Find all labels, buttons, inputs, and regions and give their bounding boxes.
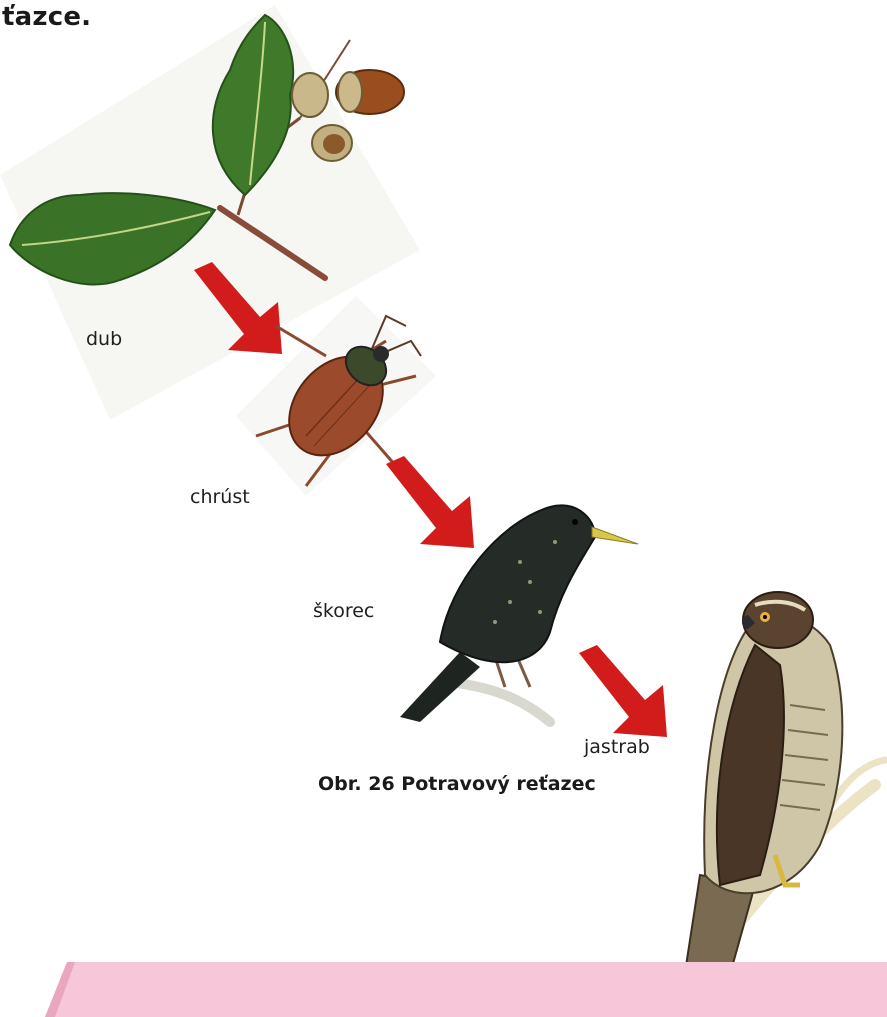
figure-caption: Obr. 26 Potravový reťazec xyxy=(318,773,596,795)
organism-label-beetle: chrúst xyxy=(190,486,250,508)
pink-info-band xyxy=(45,962,887,1017)
hawk-bird-illustration xyxy=(660,585,887,1017)
organism-label-starling: škorec xyxy=(313,600,374,622)
organism-label-hawk: jastrab xyxy=(584,736,650,758)
organism-label-oak: dub xyxy=(86,328,122,350)
